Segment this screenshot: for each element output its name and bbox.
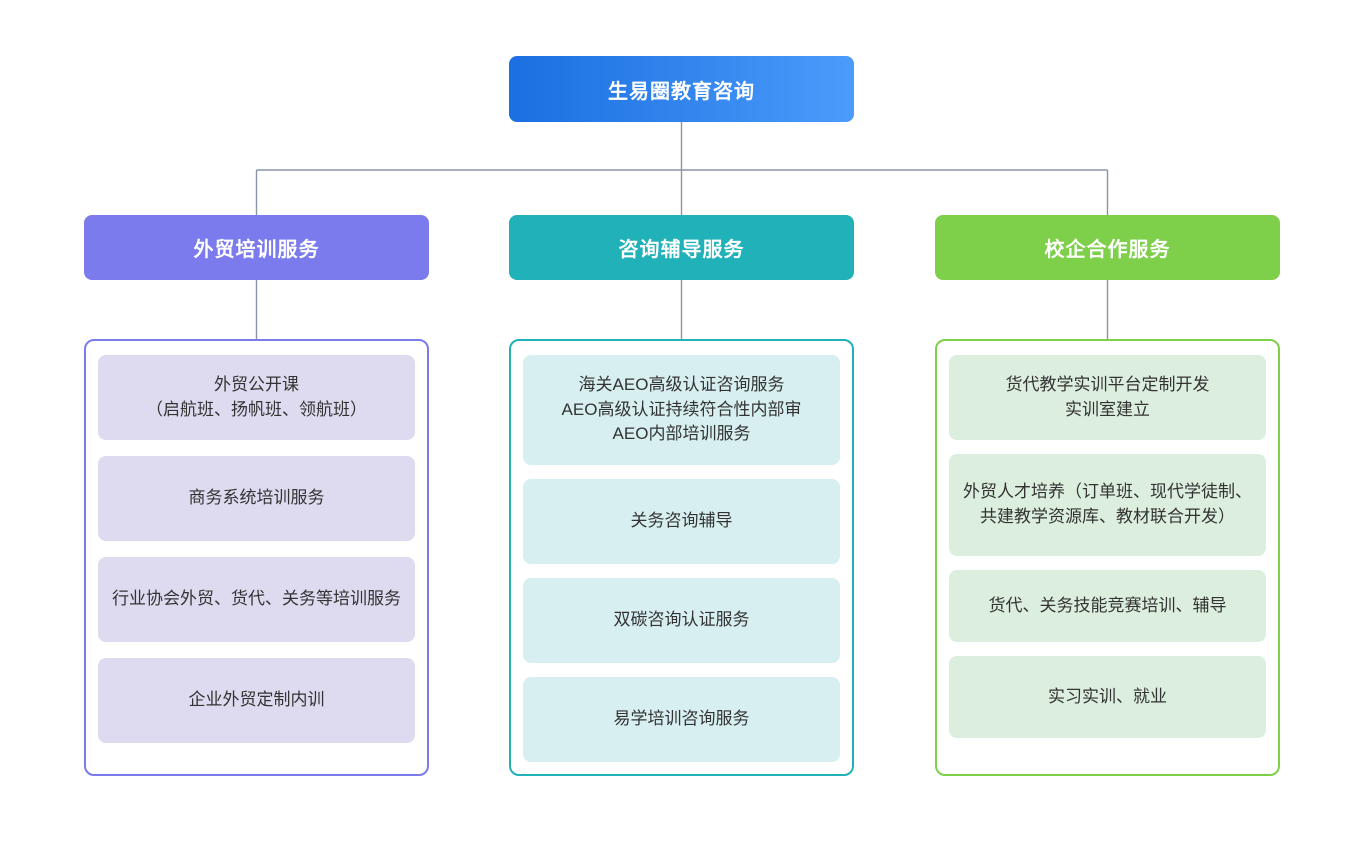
root-node-label: 生易圈教育咨询 bbox=[608, 80, 755, 103]
root-node[interactable]: 生易圈教育咨询 bbox=[509, 56, 854, 122]
leaf-card[interactable]: 企业外贸定制内训 bbox=[98, 658, 415, 743]
leaf-card[interactable]: 海关AEO高级认证咨询服务 AEO高级认证持续符合性内部审 AEO内部培训服务 bbox=[523, 355, 840, 465]
branch-header-label-1: 咨询辅导服务 bbox=[618, 239, 745, 261]
leaf-card[interactable]: 货代、关务技能竞赛培训、辅导 bbox=[949, 570, 1266, 642]
leaf-card[interactable]: 关务咨询辅导 bbox=[523, 479, 840, 564]
branch-panel-1: 海关AEO高级认证咨询服务 AEO高级认证持续符合性内部审 AEO内部培训服务 … bbox=[509, 339, 854, 776]
branch-panel-2: 货代教学实训平台定制开发 实训室建立 外贸人才培养（订单班、现代学徒制、共建教学… bbox=[935, 339, 1280, 776]
leaf-card[interactable]: 外贸人才培养（订单班、现代学徒制、共建教学资源库、教材联合开发） bbox=[949, 454, 1266, 556]
leaf-card[interactable]: 易学培训咨询服务 bbox=[523, 677, 840, 762]
leaf-card[interactable]: 商务系统培训服务 bbox=[98, 456, 415, 541]
branch-header-label-2: 校企合作服务 bbox=[1044, 239, 1171, 261]
branch-header-2[interactable]: 校企合作服务 bbox=[935, 215, 1280, 280]
leaf-card[interactable]: 货代教学实训平台定制开发 实训室建立 bbox=[949, 355, 1266, 440]
branch-header-1[interactable]: 咨询辅导服务 bbox=[509, 215, 854, 280]
leaf-card[interactable]: 双碳咨询认证服务 bbox=[523, 578, 840, 663]
leaf-card[interactable]: 实习实训、就业 bbox=[949, 656, 1266, 738]
leaf-card[interactable]: 行业协会外贸、货代、关务等培训服务 bbox=[98, 557, 415, 642]
leaf-card[interactable]: 外贸公开课 （启航班、扬帆班、领航班） bbox=[98, 355, 415, 440]
branch-header-label-0: 外贸培训服务 bbox=[193, 239, 320, 261]
branch-panel-0: 外贸公开课 （启航班、扬帆班、领航班） 商务系统培训服务 行业协会外贸、货代、关… bbox=[84, 339, 429, 776]
branch-header-0[interactable]: 外贸培训服务 bbox=[84, 215, 429, 280]
